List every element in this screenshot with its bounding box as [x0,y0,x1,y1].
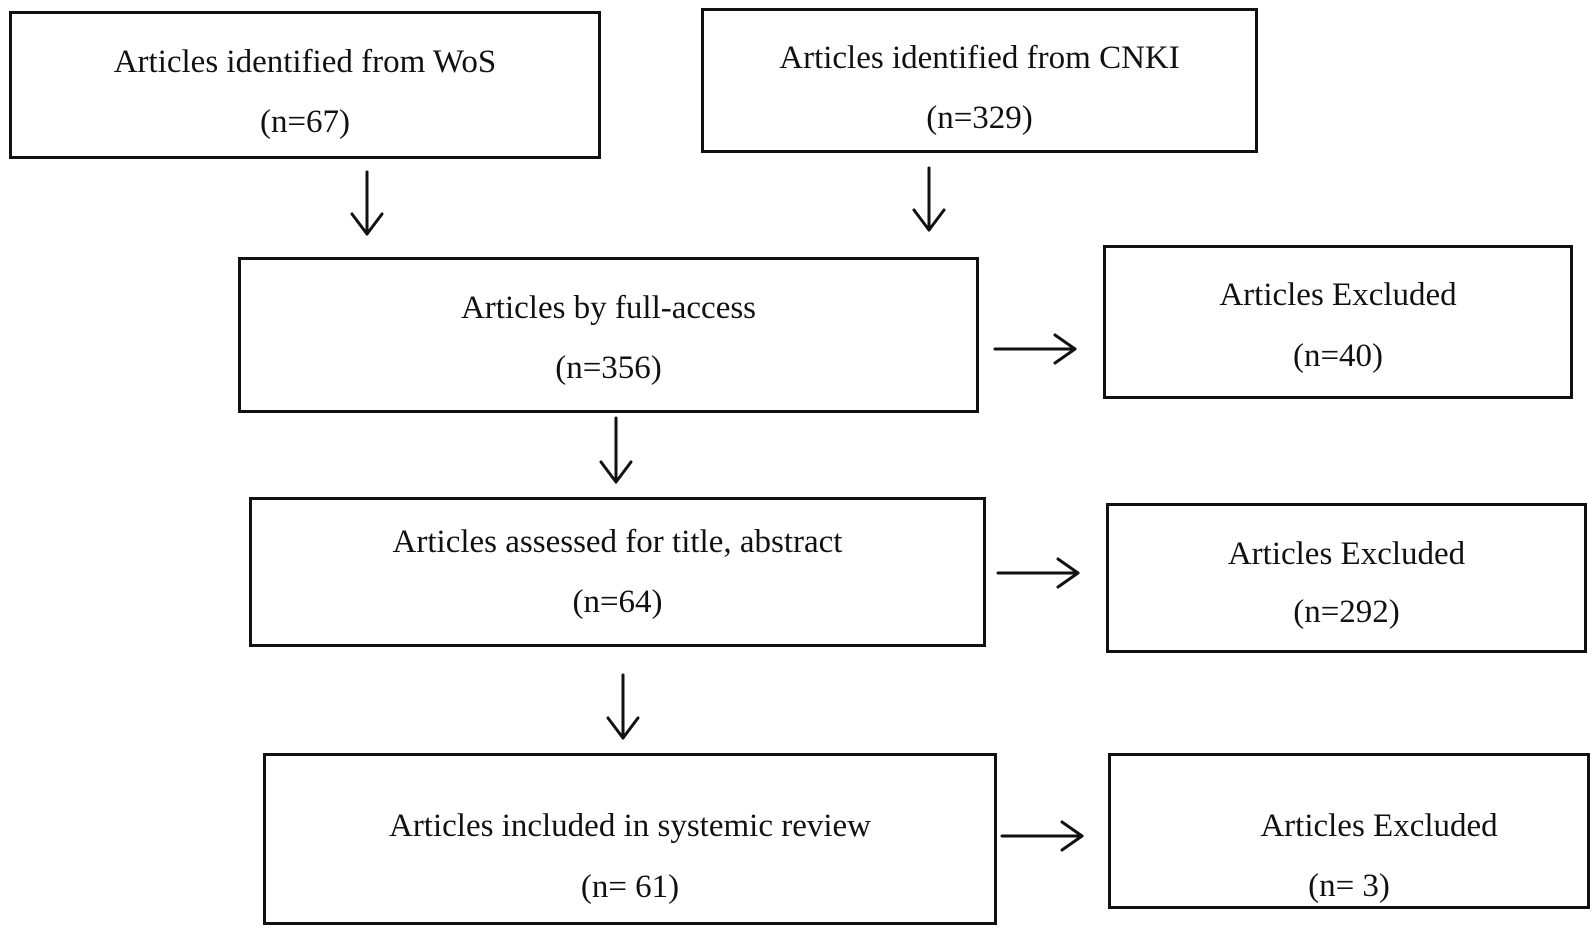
box-assessed-count: (n=64) [572,584,663,620]
box-excluded-1: Articles Excluded (n=40) [1103,245,1573,399]
arrow-full-access-to-assessed [599,416,633,484]
box-assessed-title: Articles assessed for title, abstract [392,524,843,560]
arrow-wos-to-full-access [350,170,384,236]
box-included-title: Articles included in systemic review [388,808,872,844]
box-cnki: Articles identified from CNKI (n=329) [701,8,1258,153]
box-excluded-3-count: (n= 3) [1308,868,1390,904]
arrow-cnki-to-full-access [912,166,946,232]
box-full-access-count: (n=356) [555,350,662,386]
box-excluded-2: Articles Excluded (n=292) [1106,503,1587,653]
box-full-access-title: Articles by full-access [460,290,757,326]
box-excluded-2-title: Articles Excluded [1227,536,1466,572]
box-excluded-2-count: (n=292) [1293,594,1400,630]
box-wos-count: (n=67) [259,104,351,140]
box-excluded-3-title: Articles Excluded [1260,808,1498,844]
box-included-count: (n= 61) [580,869,680,905]
box-included: Articles included in systemic review (n=… [263,753,997,925]
box-wos: Articles identified from WoS (n=67) [9,11,601,159]
box-cnki-title: Articles identified from CNKI [779,40,1180,76]
box-excluded-1-count: (n=40) [1292,338,1384,374]
box-assessed: Articles assessed for title, abstract (n… [249,497,986,647]
arrow-assessed-to-included [606,673,640,740]
arrow-full-access-to-excluded-1 [993,333,1077,365]
box-cnki-count: (n=329) [926,100,1033,136]
box-full-access: Articles by full-access (n=356) [238,257,979,413]
box-wos-title: Articles identified from WoS [113,44,497,80]
box-excluded-3: Articles Excluded (n= 3) [1108,753,1590,909]
arrow-included-to-excluded-3 [1000,820,1084,852]
box-excluded-1-title: Articles Excluded [1219,277,1457,313]
arrow-assessed-to-excluded-2 [996,557,1080,589]
